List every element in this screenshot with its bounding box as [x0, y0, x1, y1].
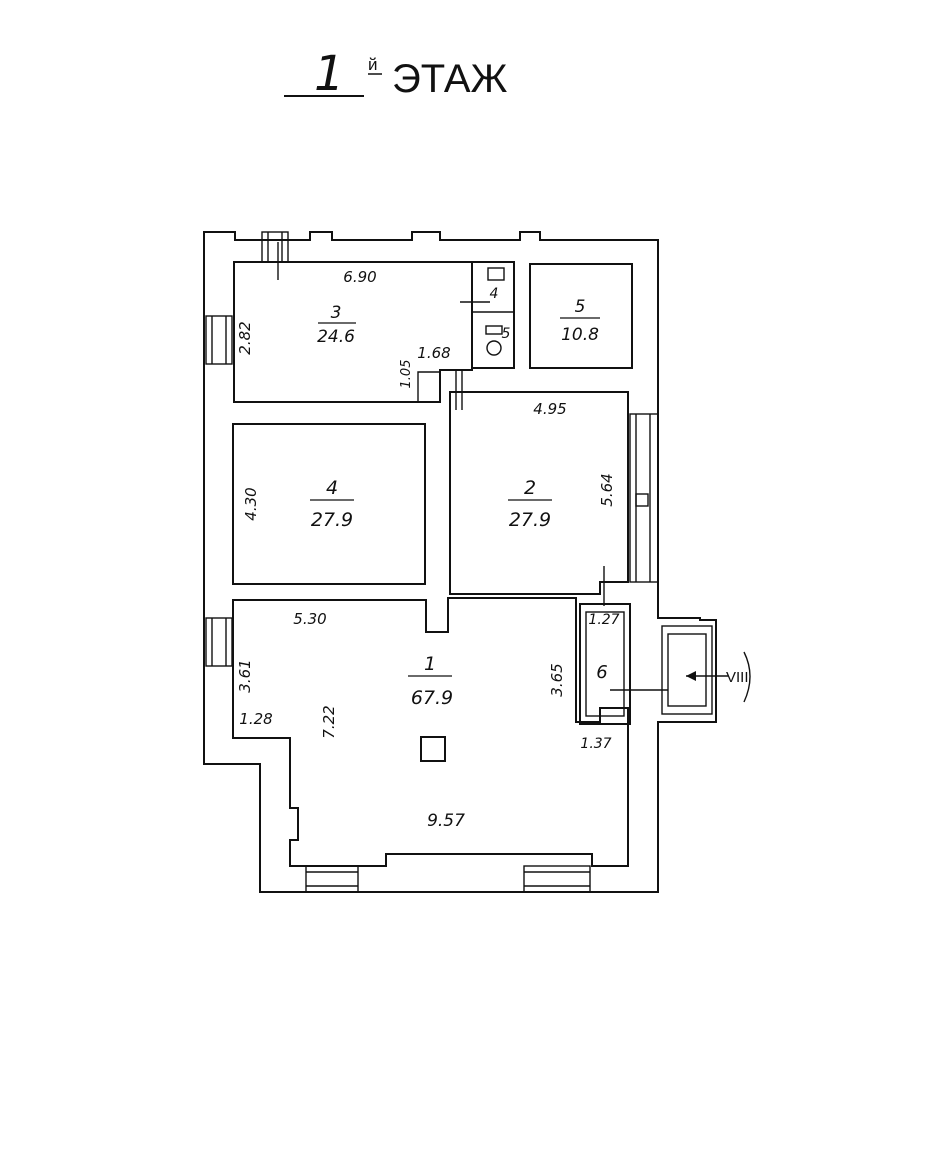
- entrance-porch-inner: [667, 633, 707, 707]
- room-6-number: 6: [596, 662, 607, 683]
- dim-room3-height: 2.82: [236, 321, 254, 354]
- floor-number: 1: [314, 46, 345, 102]
- window-left-top: [205, 315, 233, 365]
- entrance-bracket: [743, 651, 751, 703]
- dim-room1-inner: 7.22: [320, 705, 338, 738]
- dim-room6-bottom: 1.37: [580, 736, 611, 752]
- entrance-porch: [661, 625, 713, 715]
- outer-wall: [203, 231, 717, 893]
- room-1-outline: [232, 597, 629, 867]
- room-5-outline: [529, 263, 633, 369]
- dim-room1-step: 1.28: [239, 710, 272, 728]
- room-1-area: 67.9: [411, 687, 453, 709]
- entrance-arrow-icon: [686, 671, 696, 681]
- dim-room1-right: 3.65: [548, 663, 566, 696]
- dim-room2-width: 4.95: [533, 400, 566, 418]
- window-bottom-right: [523, 865, 591, 893]
- room-5-number: 5: [575, 297, 586, 317]
- dim-room1-left: 3.61: [236, 659, 254, 692]
- room-1-number: 1: [424, 653, 436, 675]
- dim-room3-notch-w: 1.68: [417, 344, 450, 362]
- room-2-outline: [449, 391, 629, 595]
- column: [420, 736, 446, 762]
- dim-room1-bottom: 9.57: [427, 811, 465, 831]
- room-3-area: 24.6: [317, 327, 355, 347]
- wc-sink-icon: [487, 267, 505, 281]
- window-top: [261, 231, 289, 263]
- wc-4-number: 4: [490, 286, 499, 302]
- floor-suffix: й: [368, 55, 378, 74]
- room-6-outline: [579, 603, 631, 725]
- dim-room2-height: 5.64: [598, 473, 616, 506]
- wc-toilet-tank-icon: [485, 325, 503, 335]
- dim-room1-top: 5.30: [293, 610, 326, 628]
- dim-room3-notch-h: 1.05: [399, 360, 414, 389]
- window-right: [629, 413, 659, 583]
- room-6-inner: [585, 611, 625, 717]
- floor-title: 1 й ЭТАЖ: [284, 46, 508, 102]
- dim-room4-height: 4.30: [242, 487, 260, 520]
- room-4-area: 27.9: [311, 509, 353, 531]
- floor-word: ЭТАЖ: [392, 57, 508, 101]
- window-left-bottom: [205, 617, 233, 667]
- wc-5-number: 5: [502, 326, 511, 342]
- dim-room6-top: 1.27: [588, 612, 619, 628]
- entrance-label: VIII: [726, 669, 749, 686]
- wc-block: [471, 261, 515, 369]
- room-4-number: 4: [326, 477, 338, 499]
- room-5-area: 10.8: [561, 325, 599, 345]
- room-labels: 3 24.6 5 10.8 4 27.9 2 27.9 1 67.9 6 4 5: [310, 286, 608, 709]
- dimension-labels: 6.90 2.82 1.68 1.05 4.95 5.64 4.30 5.30 …: [236, 268, 620, 831]
- dim-room3-width: 6.90: [343, 268, 376, 286]
- window-bottom-left: [305, 865, 359, 893]
- room-3-notch: [417, 371, 440, 402]
- window-marks: [205, 231, 659, 893]
- wc-toilet-icon: [486, 340, 502, 356]
- room-3-number: 3: [331, 303, 342, 323]
- room-2-number: 2: [524, 477, 536, 499]
- room-4-outline: [232, 423, 426, 585]
- room-2-area: 27.9: [509, 509, 551, 531]
